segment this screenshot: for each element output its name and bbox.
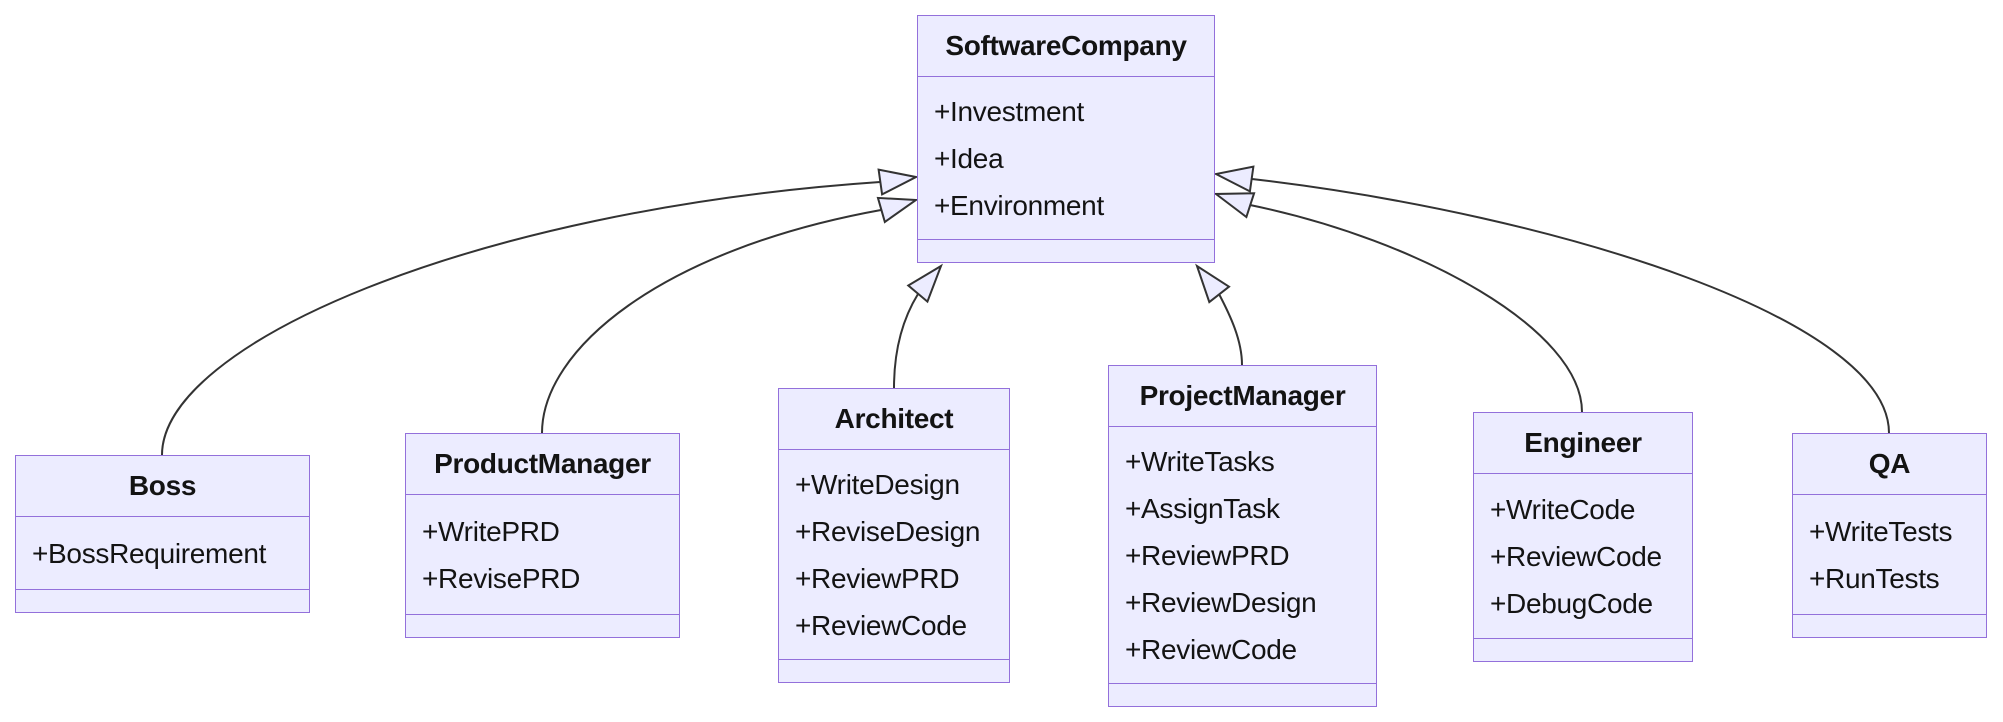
inheritance-edge-qa-to-softwarecompany [1251, 178, 1890, 434]
class-attribute: +WriteTests [1809, 515, 1953, 547]
class-attribute: +Environment [934, 189, 1104, 221]
class-node-engineer: Engineer +WriteCode +ReviewCode +DebugCode [1473, 412, 1693, 662]
class-attribute: +WriteDesign [795, 468, 960, 500]
class-attributes: +WriteCode +ReviewCode +DebugCode [1474, 474, 1692, 638]
inheritance-edge-architect-to-softwarecompany [893, 293, 919, 389]
inheritance-arrowhead-qa [1212, 165, 1255, 193]
class-node-qa: QA +WriteTests +RunTests [1792, 433, 1987, 638]
inheritance-arrowhead-architect [906, 263, 943, 304]
class-attribute: +ReviewCode [1125, 633, 1297, 665]
class-methods-empty [1474, 638, 1692, 661]
class-attribute: +ReviewCode [1490, 540, 1662, 572]
class-methods-empty [779, 659, 1009, 682]
class-attributes: +Investment +Idea +Environment [918, 77, 1214, 239]
class-attributes: +WriteTests +RunTests [1793, 495, 1986, 614]
inheritance-edge-engineer-to-softwarecompany [1249, 204, 1583, 413]
class-title: SoftwareCompany [918, 16, 1214, 77]
inheritance-arrowhead-engineer [1213, 192, 1256, 219]
class-attribute: +Idea [934, 142, 1004, 174]
class-attributes: +WriteDesign +ReviseDesign +ReviewPRD +Revi… [779, 450, 1009, 659]
class-methods-empty [1793, 614, 1986, 637]
inheritance-edge-projectmanager-to-softwarecompany [1218, 293, 1243, 366]
class-node-productmanager: ProductManager +WritePRD +RevisePRD [405, 433, 680, 638]
class-attributes: +WriteTasks +AssignTask +ReviewPRD +ReviewD… [1109, 427, 1376, 683]
inheritance-arrowhead-productmanager [876, 196, 919, 224]
class-methods-empty [918, 239, 1214, 262]
class-attributes: +WritePRD +RevisePRD [406, 495, 679, 614]
class-attribute: +WriteCode [1490, 493, 1636, 525]
class-title: Boss [16, 456, 309, 517]
class-attribute: +ReviewDesign [1125, 586, 1317, 618]
class-title: ProjectManager [1109, 366, 1376, 427]
class-attribute: +ReviewCode [795, 609, 967, 641]
class-node-softwarecompany: SoftwareCompany +Investment +Idea +Environ… [917, 15, 1215, 263]
class-node-projectmanager: ProjectManager +WriteTasks +AssignTask +Re… [1108, 365, 1377, 707]
class-attribute: +BossRequirement [32, 537, 267, 569]
class-methods-empty [16, 589, 309, 612]
class-attribute: +Investment [934, 95, 1085, 127]
class-node-architect: Architect +WriteDesign +ReviseDesign +Revi… [778, 388, 1010, 683]
class-attribute: +WriteTasks [1125, 445, 1275, 477]
class-node-boss: Boss +BossRequirement [15, 455, 310, 613]
class-methods-empty [406, 614, 679, 637]
class-title: Architect [779, 389, 1009, 450]
class-title: ProductManager [406, 434, 679, 495]
class-attributes: +BossRequirement [16, 517, 309, 589]
class-title: QA [1793, 434, 1986, 495]
inheritance-edge-boss-to-softwarecompany [161, 181, 881, 456]
class-attribute: +AssignTask [1125, 492, 1280, 524]
class-attribute: +ReviewPRD [795, 562, 960, 594]
class-methods-empty [1109, 683, 1376, 706]
class-attribute: +RevisePRD [422, 562, 581, 594]
class-attribute: +RunTests [1809, 562, 1940, 594]
class-attribute: +ReviseDesign [795, 515, 981, 547]
inheritance-arrowhead-projectmanager [1195, 263, 1231, 304]
inheritance-arrowhead-boss [877, 168, 920, 196]
class-title: Engineer [1474, 413, 1692, 474]
inheritance-edge-productmanager-to-softwarecompany [541, 209, 882, 434]
class-attribute: +ReviewPRD [1125, 539, 1290, 571]
class-attribute: +WritePRD [422, 515, 560, 547]
class-attribute: +DebugCode [1490, 587, 1653, 619]
